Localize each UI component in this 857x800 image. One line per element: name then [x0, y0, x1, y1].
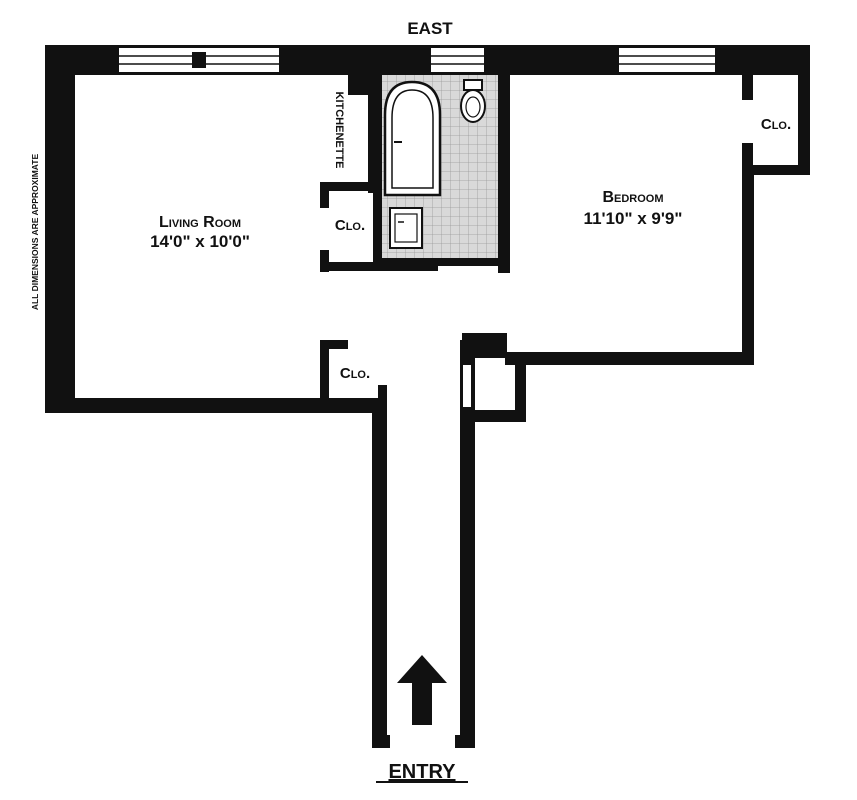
living-room-dimensions: 14'0" x 10'0" — [150, 232, 250, 251]
wall-bath-bottom — [382, 258, 502, 266]
bathtub-icon — [383, 80, 442, 197]
closet-center-label: Clo. — [335, 217, 365, 234]
door-opening-small-closet — [463, 365, 471, 407]
wall-small-closet-corner — [462, 333, 507, 358]
wall-living-bottom — [45, 398, 382, 413]
window-bathroom — [429, 46, 486, 74]
windows — [117, 46, 717, 74]
wall-hall-closet-left — [320, 340, 329, 413]
wall-small-closet-right — [515, 352, 526, 422]
wall-bedroom-closet-left-low — [742, 143, 753, 175]
wall-closet-top — [320, 182, 382, 191]
wall-bedroom-right — [742, 165, 754, 365]
kitchenette-label: KITCHENETTE — [333, 92, 345, 169]
arrow-up-icon — [397, 655, 447, 725]
wall-bedroom-bottom — [505, 352, 754, 365]
window-bedroom — [617, 46, 717, 74]
wall-bedroom-closet-right — [798, 45, 810, 175]
wall-small-closet-bottom — [472, 410, 526, 422]
wall-bath-right — [498, 75, 510, 273]
wall-corridor-right-end — [455, 735, 475, 748]
wall-corridor-left-end — [372, 735, 390, 748]
wall-left — [45, 45, 75, 413]
disclaimer-label: ALL DIMENSIONS ARE APPROXIMATE — [30, 154, 40, 311]
wall-kitchen-stub — [348, 75, 370, 95]
wall-closet-left — [320, 182, 329, 208]
orientation-label: EAST — [407, 19, 453, 38]
wall-corridor-right — [460, 340, 475, 748]
wall-closet-left-low — [320, 250, 329, 272]
sink-icon — [389, 207, 423, 249]
wall-hall-closet-top — [320, 340, 348, 349]
living-room-name: Living Room — [159, 214, 241, 231]
bedroom-name: Bedroom — [602, 189, 663, 206]
wall-hall-closet-right — [378, 385, 387, 413]
wall-corridor-left — [372, 398, 387, 748]
bedroom-dimensions: 11'10" x 9'9" — [584, 209, 683, 228]
wall-bedroom-closet-left — [742, 75, 753, 100]
window-living-room — [117, 46, 281, 74]
wall-closet-right — [373, 182, 382, 271]
toilet-icon — [460, 79, 486, 123]
closet-bedroom-label: Clo. — [761, 116, 791, 133]
entry-label: ENTRY — [388, 761, 456, 783]
closet-hall-label: Clo. — [340, 365, 370, 382]
wall-bedroom-closet-bottom — [742, 165, 810, 175]
wall-kitchen-bath — [368, 75, 382, 193]
